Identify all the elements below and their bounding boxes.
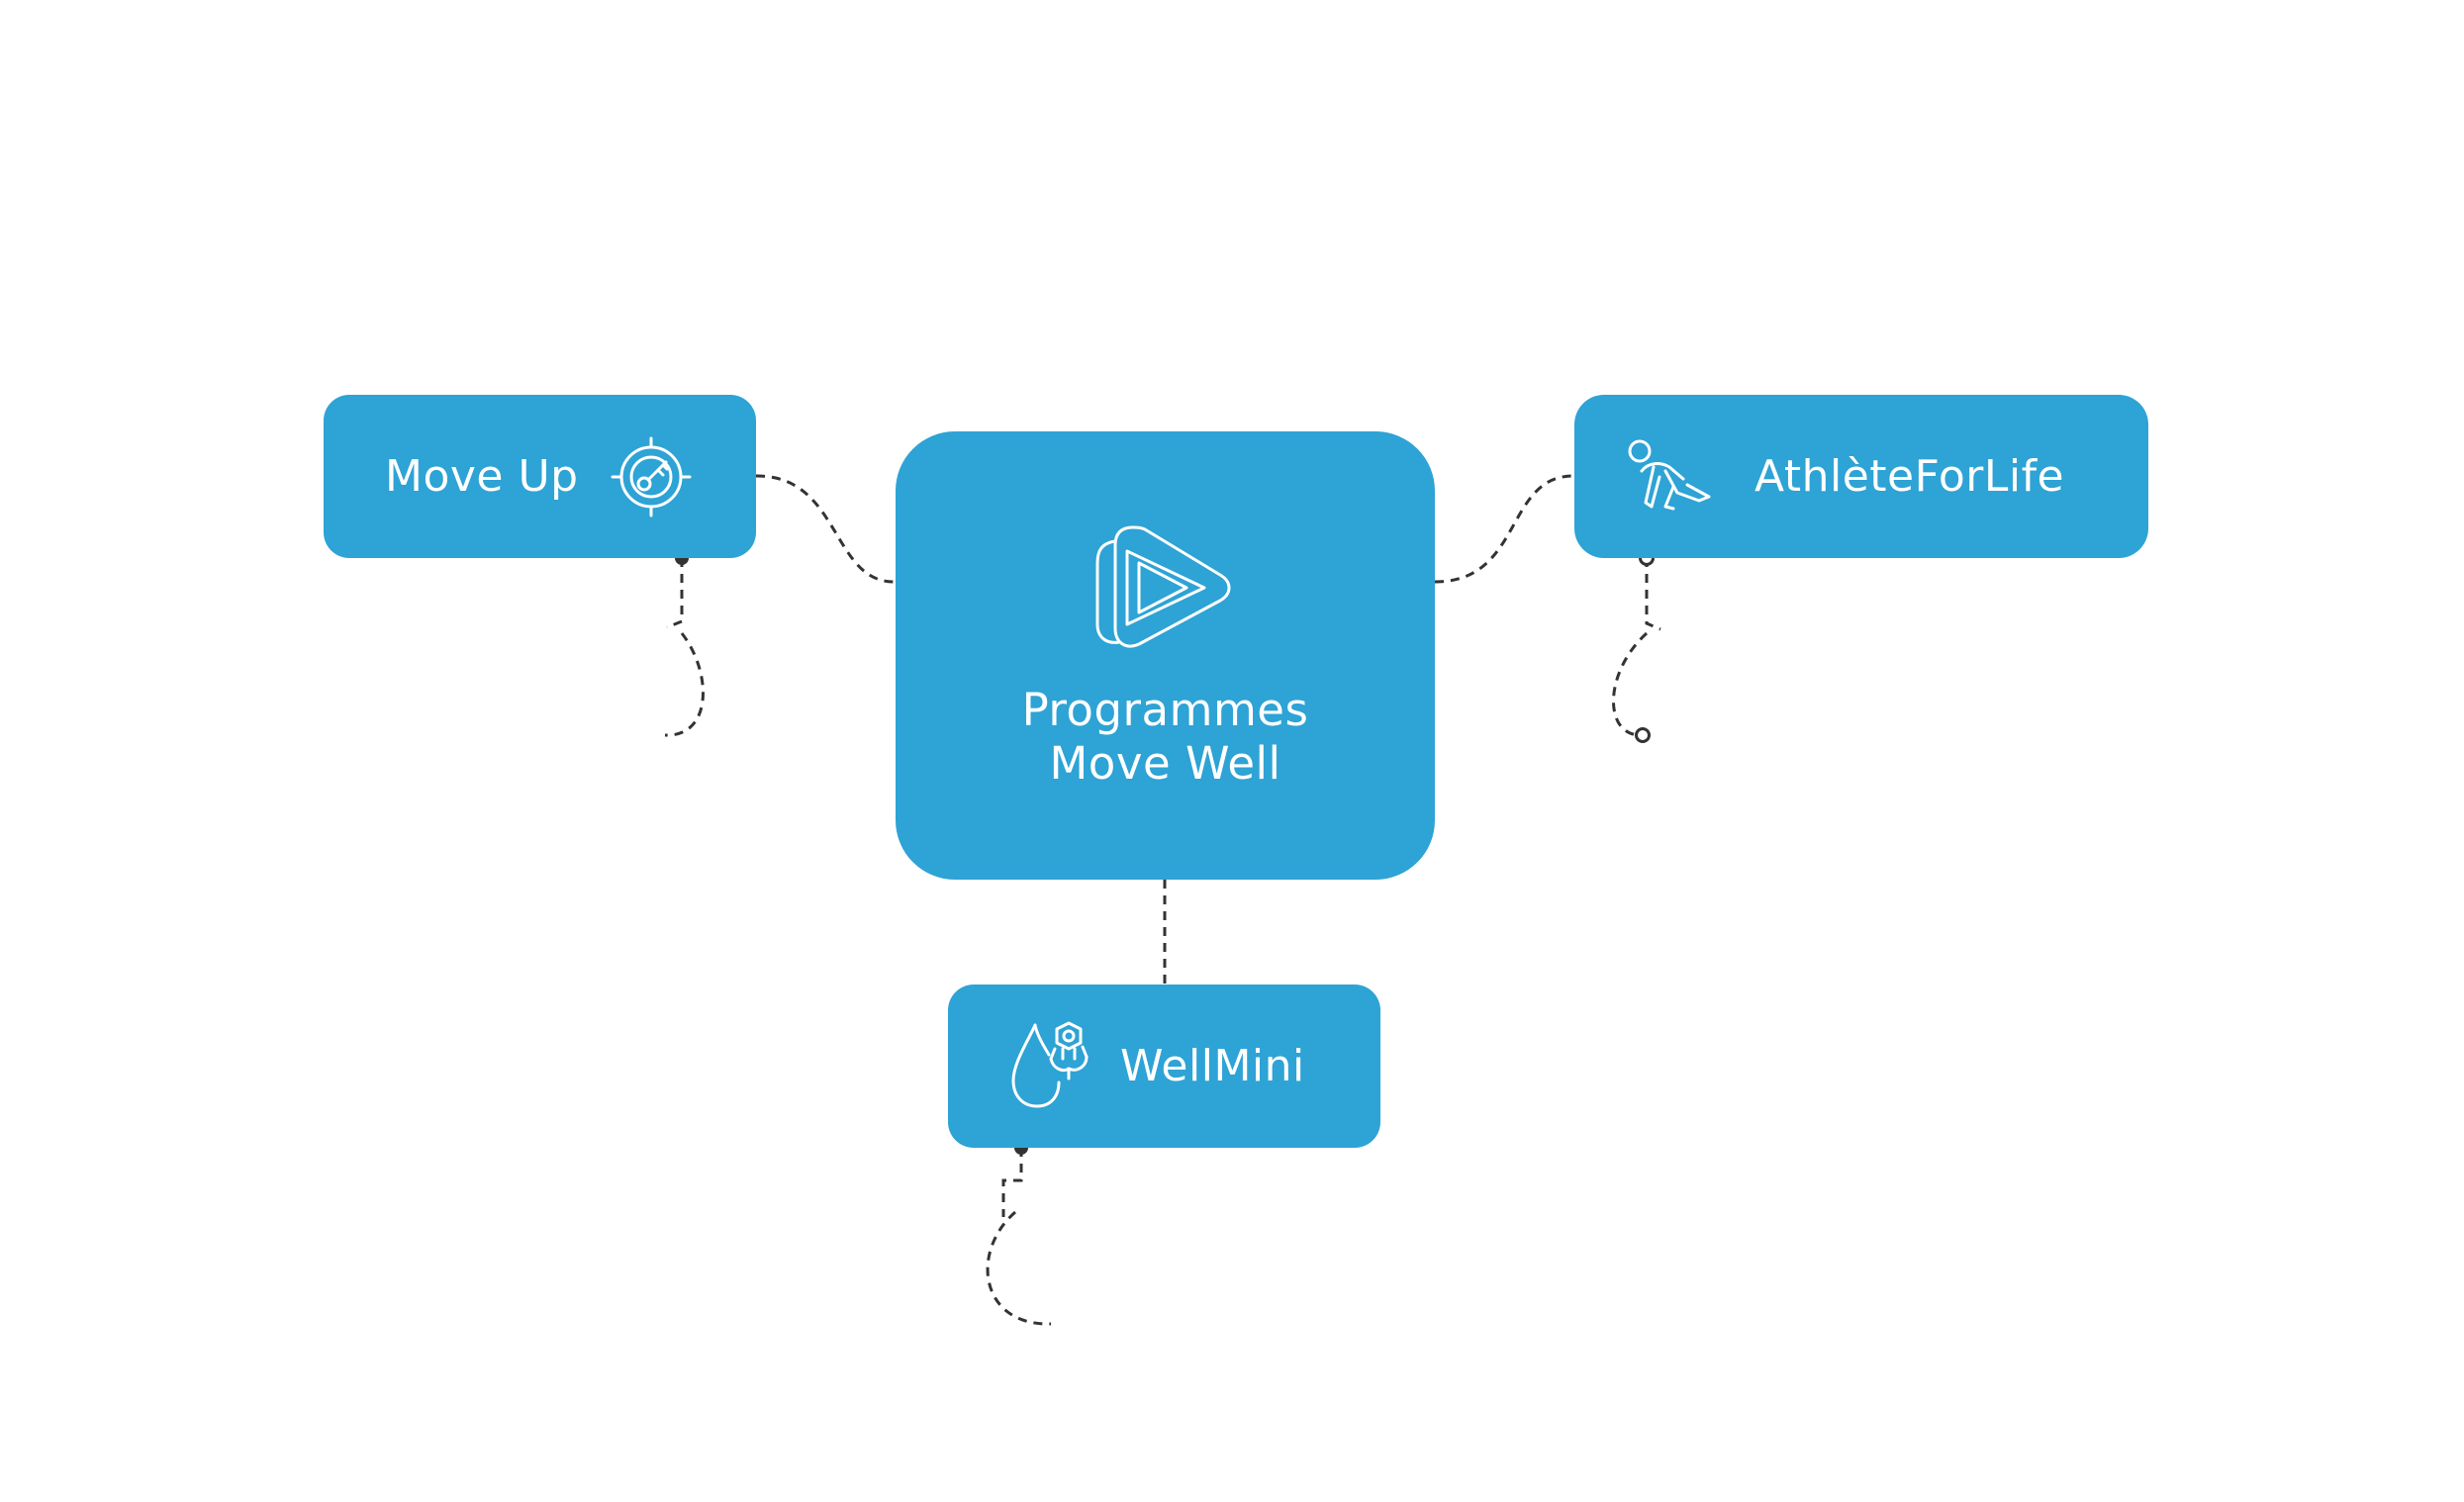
node-move-up-label: Move Up <box>385 451 579 502</box>
node-center-title: Programmes Move Well <box>1022 684 1309 791</box>
node-well-mini-label: WellMini <box>1120 1041 1305 1091</box>
connector-center-athlete <box>1434 474 1575 584</box>
connector-moveup-center <box>755 474 897 584</box>
node-move-up[interactable]: Move Up <box>324 395 756 558</box>
node-center-title-line1: Programmes <box>1021 683 1309 736</box>
play-logo-icon <box>1095 525 1230 647</box>
node-programmes-move-well[interactable]: Programmes Move Well <box>896 431 1435 880</box>
connector-athlete-tail <box>1612 558 1661 737</box>
connector-endpoint-ring <box>1635 727 1651 743</box>
node-center-title-line2: Move Well <box>1049 736 1281 790</box>
connector-moveup-tail <box>664 558 705 737</box>
target-key-icon <box>611 436 692 516</box>
node-athlete-for-life[interactable]: AthlèteForLife <box>1574 395 2148 558</box>
sprinter-icon <box>1628 439 1711 510</box>
drop-hand-icon <box>1011 1021 1089 1107</box>
node-well-mini[interactable]: WellMini <box>948 985 1380 1148</box>
node-athlete-for-life-label: AthlèteForLife <box>1754 451 2065 502</box>
connector-wellmini-tail <box>986 1148 1052 1326</box>
